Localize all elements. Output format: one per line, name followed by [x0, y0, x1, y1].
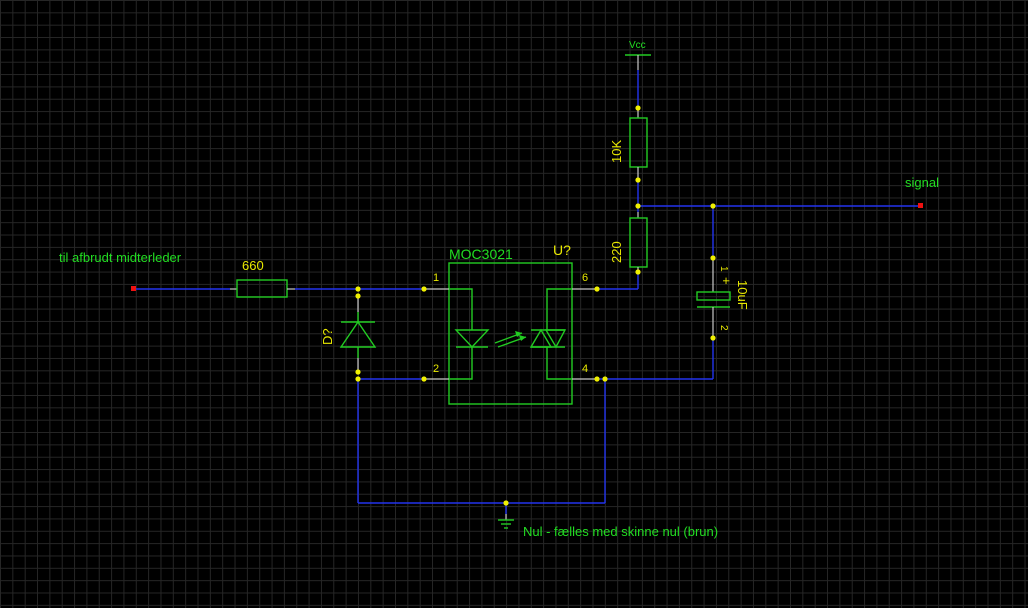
diode-ref-label: D?: [320, 328, 335, 345]
signal-terminal[interactable]: [918, 203, 923, 208]
junction-dot: [710, 203, 716, 209]
junction-dot: [421, 286, 427, 292]
led-icon: [454, 329, 490, 349]
input-net-label: til afbrudt midterleder: [59, 250, 182, 265]
diode-icon[interactable]: [339, 296, 377, 372]
optocoupler-ref-label: U?: [553, 242, 571, 258]
wires: [134, 70, 921, 514]
opto-pin4-label: 4: [582, 363, 589, 375]
junction-dot: [594, 376, 600, 382]
resistor-220-value: 220: [609, 241, 624, 263]
junction-dot: [635, 177, 641, 183]
resistor-660-value: 660: [242, 258, 264, 273]
opto-pin2-label: 2: [433, 363, 440, 375]
junction-dot: [635, 203, 641, 209]
optocoupler-part-label: MOC3021: [449, 246, 513, 262]
triac-icon: [529, 328, 567, 349]
resistor-220[interactable]: [629, 206, 648, 272]
capacitor-10uf[interactable]: [696, 258, 731, 338]
ground-net-label: Nul - fælles med skinne nul (brun): [523, 524, 719, 539]
opto-pin1-label: 1: [433, 272, 440, 284]
vcc-bar-icon: [625, 54, 651, 70]
resistor-10k-value: 10K: [609, 139, 624, 163]
junction-dot: [710, 335, 716, 341]
optocoupler-moc3021[interactable]: [424, 262, 597, 405]
junction-dot: [355, 286, 361, 292]
vcc-label: Vcc: [629, 40, 646, 51]
resistor-660[interactable]: [230, 279, 295, 298]
junction-dot: [710, 255, 716, 261]
junction-dot: [594, 286, 600, 292]
junction-dot: [355, 376, 361, 382]
opto-pin6-label: 6: [582, 272, 589, 284]
junction-dot: [635, 269, 641, 275]
capacitor-pin2-label: 2: [718, 325, 729, 331]
input-terminal[interactable]: [131, 286, 136, 291]
capacitor-polarity-label: +: [719, 277, 734, 285]
junction-dot: [503, 500, 509, 506]
junction-dot: [421, 376, 427, 382]
junction-dot: [355, 369, 361, 375]
resistor-10k[interactable]: [629, 108, 648, 206]
junction-dot: [355, 293, 361, 299]
junctions: [355, 105, 716, 506]
light-arrows-icon: [494, 331, 527, 348]
signal-net-label: signal: [905, 175, 939, 190]
capacitor-value: 10uF: [735, 280, 750, 310]
capacitor-pin1-label: 1: [718, 266, 729, 272]
ground-symbol-icon: [498, 514, 514, 529]
junction-dot: [602, 376, 608, 382]
junction-dot: [635, 105, 641, 111]
